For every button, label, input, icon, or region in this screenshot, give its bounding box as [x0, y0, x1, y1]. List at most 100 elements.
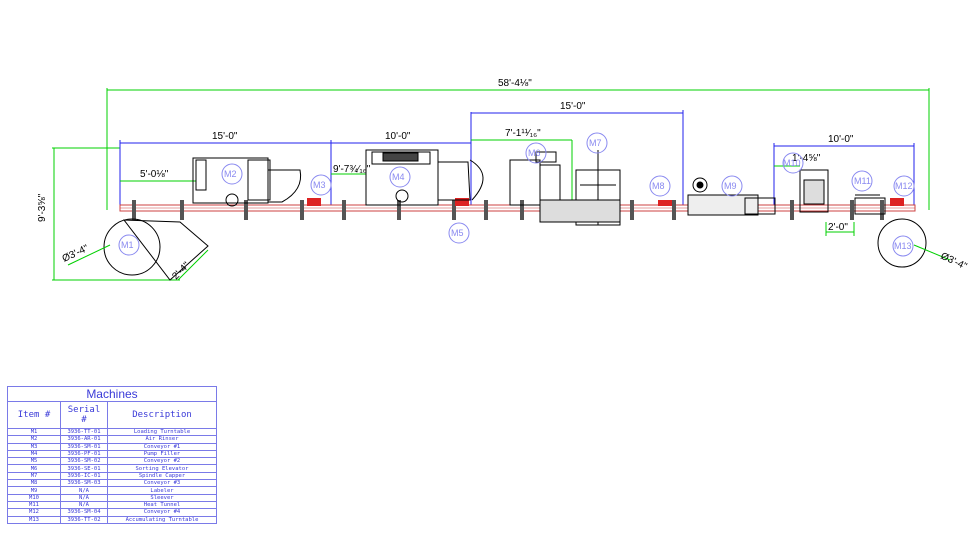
tag-m9: M9 — [721, 175, 743, 197]
svg-text:M2: M2 — [224, 169, 237, 179]
overall-length-label: 58'-4⅛" — [498, 78, 532, 89]
serial-cell: 3936-SM-04 — [60, 508, 108, 517]
item-cell: M1 — [7, 427, 61, 437]
serial-cell: 3936-SM-02 — [60, 457, 108, 466]
header-item: Item # — [7, 401, 61, 429]
tag-m2: M2 — [221, 163, 243, 185]
description-cell: Heat Tunnel — [107, 500, 217, 510]
description-cell: Conveyor #2 — [107, 457, 217, 466]
svg-text:M8: M8 — [652, 181, 665, 191]
description-cell: Sorting Elevator — [107, 464, 217, 473]
svg-text:M3: M3 — [313, 180, 326, 190]
svg-text:M12: M12 — [895, 181, 913, 191]
serial-cell: 3936-TT-01 — [60, 427, 108, 437]
tag-m5: M5 — [448, 222, 470, 244]
tag-m11: M11 — [851, 170, 873, 192]
tag-m12: M12 — [893, 175, 915, 197]
serial-cell: 3936-PF-01 — [60, 449, 108, 459]
description-cell: Air Rinser — [107, 435, 217, 444]
svg-text:M6: M6 — [528, 148, 541, 158]
svg-text:M4: M4 — [392, 172, 405, 182]
seg-m10-offset-label: 1'-4⅝" — [792, 153, 821, 164]
serial-cell: N/A — [60, 493, 108, 502]
seg-m6-m7-label: 7'-1¹¹⁄₁₆" — [505, 128, 541, 139]
overall-height-label: 9'-3⅝" — [37, 193, 48, 222]
m2-air-rinser — [192, 157, 302, 207]
description-cell: Conveyor #4 — [107, 508, 217, 517]
item-cell: M6 — [7, 464, 61, 473]
tag-m6: M6 — [525, 142, 547, 164]
seg-m6-m8-label: 15'-0" — [560, 101, 586, 112]
description-cell: Labeler — [107, 486, 217, 495]
tag-m7: M7 — [586, 132, 608, 154]
tag-m13: M13 — [892, 235, 914, 257]
svg-text:M11: M11 — [854, 176, 871, 186]
tag-m10: M10 — [782, 152, 804, 174]
seg-m2-offset-label: 5'-0⅛" — [140, 169, 169, 180]
seg-m11-gap-label: 2'-0" — [828, 222, 848, 233]
dia-m13-label: Ø3'-4" — [939, 251, 969, 273]
description-cell: Accumulating Turntable — [107, 515, 217, 524]
header-description: Description — [107, 401, 217, 429]
table-title: Machines — [7, 386, 217, 402]
description-cell: Sleever — [107, 493, 217, 502]
serial-cell: 3936-AR-01 — [60, 435, 108, 444]
conveyor-supports — [132, 200, 884, 220]
overall-height-dimension — [52, 147, 180, 281]
item-cell: M9 — [7, 486, 61, 495]
svg-text:M9: M9 — [724, 181, 737, 191]
description-cell: Conveyor #3 — [107, 479, 217, 488]
m6-m7-equipment — [509, 150, 621, 226]
m1-dims — [67, 244, 209, 281]
item-cell: M11 — [7, 500, 61, 510]
serial-cell: 3936-SM-01 — [60, 442, 108, 451]
description-cell: Conveyor #1 — [107, 442, 217, 451]
description-cell: Loading Turntable — [107, 427, 217, 437]
header-serial: Serial # — [60, 401, 108, 429]
serial-cell: N/A — [60, 486, 108, 495]
m9-m11-equipment — [687, 169, 886, 216]
seg-m10-m12-label: 10'-0" — [828, 134, 854, 145]
seg-m4-offset-label: 9'-7¾⁄₁₆" — [333, 164, 371, 175]
item-cell: M3 — [7, 442, 61, 451]
serial-cell: 3936-IC-01 — [60, 471, 108, 481]
extent-lines — [119, 110, 915, 205]
svg-text:M10: M10 — [783, 158, 801, 168]
item-cell: M2 — [7, 435, 61, 444]
item-cell: M12 — [7, 508, 61, 517]
overall-length-dimension — [106, 88, 930, 210]
tag-m4: M4 — [389, 166, 411, 188]
m1-turntable — [103, 218, 209, 281]
item-cell: M5 — [7, 457, 61, 466]
conveyor-line — [119, 198, 916, 220]
serial-cell: N/A — [60, 500, 108, 510]
tag-m8: M8 — [649, 175, 671, 197]
serial-cell: 3936-SE-01 — [60, 464, 108, 473]
seg-m4-label: 10'-0" — [385, 131, 411, 142]
svg-text:M5: M5 — [451, 228, 464, 238]
serial-cell: 3936-TT-02 — [60, 515, 108, 524]
m4-pump-filler — [365, 149, 484, 206]
tag-m1: M1 — [118, 234, 140, 256]
sub-dimensions — [120, 139, 855, 236]
svg-text:M7: M7 — [589, 138, 602, 148]
item-cell: M10 — [7, 493, 61, 502]
item-cell: M13 — [7, 515, 61, 524]
svg-text:M1: M1 — [121, 240, 134, 250]
serial-cell: 3936-SM-03 — [60, 479, 108, 488]
